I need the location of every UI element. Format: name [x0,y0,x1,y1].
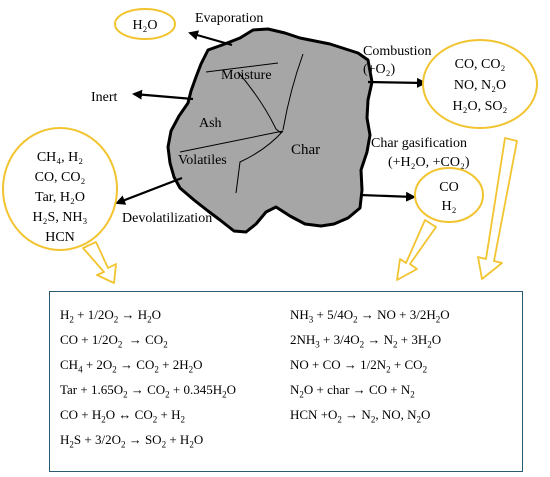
volatiles-label: Volatiles [178,153,227,168]
devolatilization-products-ellipse [2,127,118,251]
inert-arrow [132,89,194,101]
char-gasification-label: Char gasification [371,136,467,151]
particle-divider-volatiles [235,130,284,194]
particle-divider-moisture [205,62,279,73]
moisture-label: Moisture [221,68,272,83]
biomass-particle [166,27,374,234]
particle-divider-upper [237,71,282,134]
reactions-box: H2 + 1/2O2 → H2O CO + 1/2O2 → CO2 CH4 + … [49,291,523,472]
reaction-equation: 2NH3 + 3/4O2 → N2 + 3H2O [290,332,442,350]
evaporation-products-ellipse [114,8,176,40]
combustion-products-ellipse [422,39,538,129]
reaction-equation: H2S + 3/2O2 → SO2 + H2O [60,432,204,450]
reaction-equation: HCN +O2 → N2, NO, N2O [290,407,431,425]
particle-divider-ash [179,130,284,153]
evaporation-label: Evaporation [195,11,263,26]
particle-divider-right [282,53,304,131]
combustion-to-reactions-arrow [477,137,518,280]
devolatilization-product-2: CO, CO₂ [35,170,86,185]
combustion-product-1: CO, CO₂ [455,57,506,72]
char-label: Char [291,142,320,158]
reactions-right-column: NH3 + 5/4O2 → NO + 3/2H2O 2NH3 + 3/4O2 →… [290,302,450,427]
gasification-products-ellipse [414,167,484,223]
combustion-arrow [367,77,427,88]
evaporation-arrow [188,30,233,47]
reaction-equation: NH3 + 5/4O2 → NO + 3/2H2O [290,307,450,325]
reaction-equation: CO + 1/2O2 → CO2 [60,332,168,350]
gasification-product-2: H₂ [442,199,457,214]
reaction-equation: H2 + 1/2O2 → H2O [60,307,162,325]
inert-label: Inert [91,90,118,105]
devolatilization-arrow [115,176,183,205]
reaction-equation: NO + CO → 1/2N2 + CO2 [290,357,428,375]
gasification-product-1: CO [439,180,458,195]
devolatilization-product-3: Tar, H₂O [35,190,85,205]
reactions-left-column: H2 + 1/2O2 → H2O CO + 1/2O2 → CO2 CH4 + … [60,302,236,452]
combustion-reactant-label: (+O₂) [363,62,396,77]
reaction-equation: N2O + char → CO + N2 [290,382,415,400]
ash-label: Ash [199,116,222,131]
devolatilization-product-4: H₂S, NH₃ [33,210,88,225]
evaporation-product: H₂O [132,18,157,33]
combustion-product-3: H₂O, SO₂ [453,99,508,114]
gasification-arrow [359,191,416,202]
devolatilization-to-reactions-arrow [82,241,117,284]
reaction-equation: CH4 + 2O2 → CO2 + 2H2O [60,357,203,375]
combustion-product-2: NO, N₂O [454,78,506,93]
reaction-equation: Tar + 1.65O2 → CO2 + 0.345H2O [60,382,237,400]
gasification-to-reactions-arrow [396,219,437,281]
combustion-label: Combustion [363,44,431,59]
gasification-reactants-label: (+H₂O, +CO₂) [388,155,470,170]
devolatilization-product-1: CH₄, H₂ [37,150,83,165]
reaction-equation: CO + H2O ↔ CO2 + H2 [60,407,185,425]
devolatilization-label: Devolatilization [122,211,212,226]
devolatilization-product-5: HCN [45,230,75,245]
